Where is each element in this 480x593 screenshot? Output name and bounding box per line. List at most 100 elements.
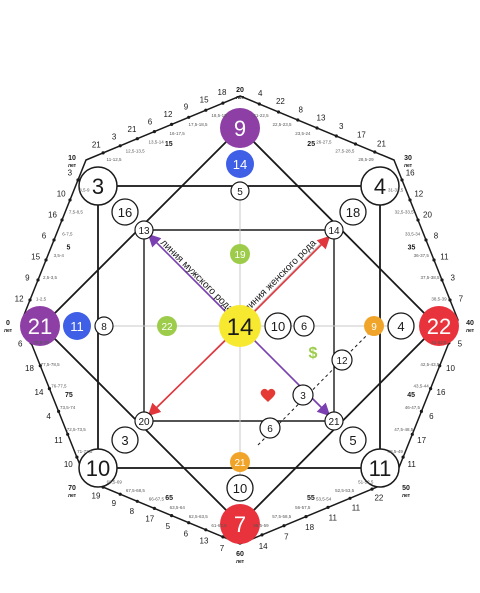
outer-dot xyxy=(66,432,70,436)
center-side-circle xyxy=(264,312,292,340)
male-line-label: линия мужского рода xyxy=(158,237,236,315)
outer-dot xyxy=(118,144,122,148)
money-circle-2 xyxy=(292,384,314,406)
age-30-years: лет xyxy=(404,163,413,169)
outer-dot xyxy=(348,496,352,500)
outer-number: 7 xyxy=(459,295,464,304)
outer-number: 16 xyxy=(48,210,57,219)
center-right-value: 6 xyxy=(301,321,307,333)
bottom-circle xyxy=(220,504,260,544)
outer-number: 6 xyxy=(148,118,153,127)
right-inner-value: 4 xyxy=(397,319,404,334)
age-mid-label: 65 xyxy=(165,495,173,502)
outer-number: 14 xyxy=(259,542,268,551)
age-range: 48,5-49 xyxy=(388,449,404,454)
age-range: 57,5-58,5 xyxy=(272,514,292,519)
tl-inner-value: 16 xyxy=(118,205,132,220)
outer-dot xyxy=(221,101,225,105)
outer-dot xyxy=(416,218,420,222)
age-range: 7,5-8,5 xyxy=(69,209,84,214)
outer-number: 17 xyxy=(145,514,154,523)
outer-number: 3 xyxy=(339,122,344,131)
age-range: 23,5-24 xyxy=(295,131,311,136)
age-10: 10 xyxy=(68,155,76,162)
money-circle-1 xyxy=(331,349,353,371)
outer-dot xyxy=(135,499,139,503)
outer-number: 3 xyxy=(450,274,455,283)
tl-value: 3 xyxy=(92,174,104,199)
age-range: 66-67,5 xyxy=(149,496,165,501)
right-vertex: 22 4 9 xyxy=(364,306,459,346)
outer-number: 17 xyxy=(357,131,366,140)
outer-number: 3 xyxy=(68,169,73,178)
outer-dot xyxy=(304,515,308,519)
age-range: 73,5-74 xyxy=(60,405,76,410)
outer-number: 18 xyxy=(305,523,314,532)
age-range: 33,5-34 xyxy=(405,231,421,236)
age-labels: 20 лет 0 лет 40 лет 60 лет 10 лет 30 лет… xyxy=(4,87,475,565)
outer-number: 11 xyxy=(408,460,417,469)
right-inner-circle xyxy=(387,312,415,340)
outer-dot xyxy=(438,364,442,368)
age-range: 63,5-64 xyxy=(170,505,186,510)
outer-dot xyxy=(400,178,404,182)
age-20: 20 xyxy=(236,87,244,94)
outer-dot xyxy=(401,455,405,459)
bl-small-circle xyxy=(134,411,154,431)
top-value: 9 xyxy=(234,116,246,141)
age-range: 58,5-59 xyxy=(253,523,269,528)
top-inner-circle xyxy=(226,150,254,178)
age-range: 68,5-69 xyxy=(107,479,123,484)
right-circle xyxy=(419,306,459,346)
age-range: 11-12,5 xyxy=(107,157,122,162)
dollar-icon: $ xyxy=(309,345,318,362)
bottom-vertex: 7 10 21 xyxy=(220,452,260,544)
outer-dot xyxy=(68,198,72,202)
male-line-arrow-up xyxy=(147,233,241,327)
right-small-circle xyxy=(364,316,384,336)
outer-number: 21 xyxy=(377,139,386,148)
age-mid-label: 25 xyxy=(307,141,315,148)
outer-tick-dots xyxy=(28,101,452,539)
age-range: 62,5-63,5 xyxy=(189,514,209,519)
tl-inner-circle xyxy=(111,198,139,226)
tl-circle xyxy=(78,166,118,206)
age-mid-label: 45 xyxy=(407,392,415,399)
left-small-circle xyxy=(94,316,114,336)
left-circle xyxy=(20,306,60,346)
age-30: 30 xyxy=(404,155,412,162)
age-range: 42,5-43,5 xyxy=(420,362,440,367)
outer-number: 5 xyxy=(166,522,171,531)
outer-dot xyxy=(187,521,191,525)
age-70: 70 xyxy=(68,485,76,492)
bl-inner-value: 3 xyxy=(121,433,128,448)
tr-small-value: 14 xyxy=(328,226,340,237)
bl-vertex: 10 3 20 xyxy=(78,411,154,488)
age-20-years: лет xyxy=(236,95,245,101)
br-small-circle xyxy=(324,411,344,431)
age-range: 18,5-19 xyxy=(211,113,227,118)
outer-dot xyxy=(38,364,42,368)
horizontal-green-value: 22 xyxy=(161,322,173,333)
age-range: 47,5-48,5 xyxy=(394,427,414,432)
age-60-years: лет xyxy=(236,559,245,565)
age-range: 77,5-78,5 xyxy=(41,362,61,367)
age-range: 22,5-23,5 xyxy=(272,122,292,127)
outer-number: 18 xyxy=(218,88,227,97)
age-40: 40 xyxy=(466,320,474,327)
outer-number: 20 xyxy=(423,210,432,219)
age-range: 32,5-33,5 xyxy=(395,209,415,214)
age-range: 31-32,5 xyxy=(388,188,404,193)
outer-dot xyxy=(440,278,444,282)
outer-number: 6 xyxy=(18,340,23,349)
outer-dot xyxy=(57,409,61,413)
outer-number: 15 xyxy=(31,253,40,262)
outer-dot xyxy=(326,505,330,509)
outer-number: 16 xyxy=(406,169,415,178)
outer-number: 6 xyxy=(42,231,47,240)
age-range: 2,5-3,5 xyxy=(43,275,58,280)
age-50-years: лет xyxy=(402,493,411,499)
age-mid-label: 5 xyxy=(67,245,71,252)
